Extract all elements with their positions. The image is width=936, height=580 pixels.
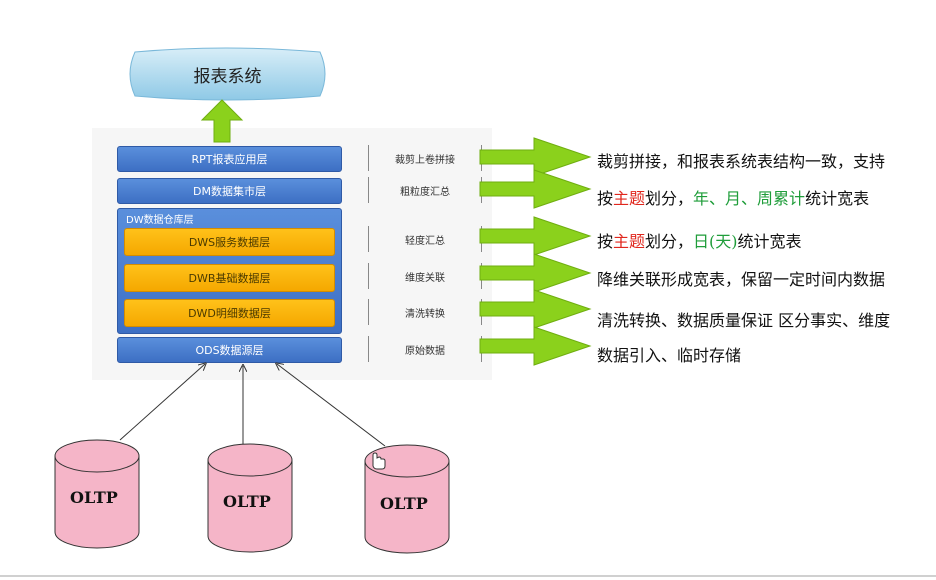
desc-dws: 按主题划分，日(天)统计宽表 [597, 232, 802, 251]
arrow-right-icon [479, 137, 592, 177]
right-arrows [479, 137, 592, 366]
arrow-right-icon [479, 253, 592, 293]
oltp-label-2: OLTP [223, 492, 271, 511]
layer-rpt: RPT报表应用层 [117, 146, 342, 172]
oltp-label-1: OLTP [70, 488, 118, 507]
arrow-right-icon [479, 216, 592, 256]
oltp-label-3: OLTP [380, 494, 428, 513]
layer-dwd: DWD明细数据层 [124, 299, 335, 327]
report-system-label: 报表系统 [193, 66, 262, 87]
layer-dw-label: DW数据仓库层 [126, 215, 194, 226]
desc-dwb: 降维关联形成宽表，保留一定时间内数据 [597, 270, 886, 289]
desc-dwd: 清洗转换、数据质量保证 区分事实、维度 [597, 311, 891, 330]
arrow-right-icon [479, 289, 592, 329]
hand-cursor-icon [372, 452, 386, 470]
desc-ods: 数据引入、临时存储 [597, 346, 742, 365]
cylinder-1 [54, 439, 140, 549]
layer-dm: DM数据集市层 [117, 178, 342, 204]
layer-ods: ODS数据源层 [117, 337, 342, 363]
cylinder-3 [364, 444, 450, 554]
desc-rpt: 裁剪拼接，和报表系统表结构一致，支持 [597, 152, 886, 171]
report-system-shape [129, 47, 326, 101]
layer-dwb: DWB基础数据层 [124, 264, 335, 292]
layer-dws: DWS服务数据层 [124, 228, 335, 256]
up-arrow-icon [200, 99, 244, 143]
arrow-right-icon [479, 169, 592, 209]
cylinder-2 [207, 443, 293, 553]
desc-dm: 按主题划分，年、月、周累计统计宽表 [597, 189, 870, 208]
arrow-right-icon [479, 326, 592, 366]
